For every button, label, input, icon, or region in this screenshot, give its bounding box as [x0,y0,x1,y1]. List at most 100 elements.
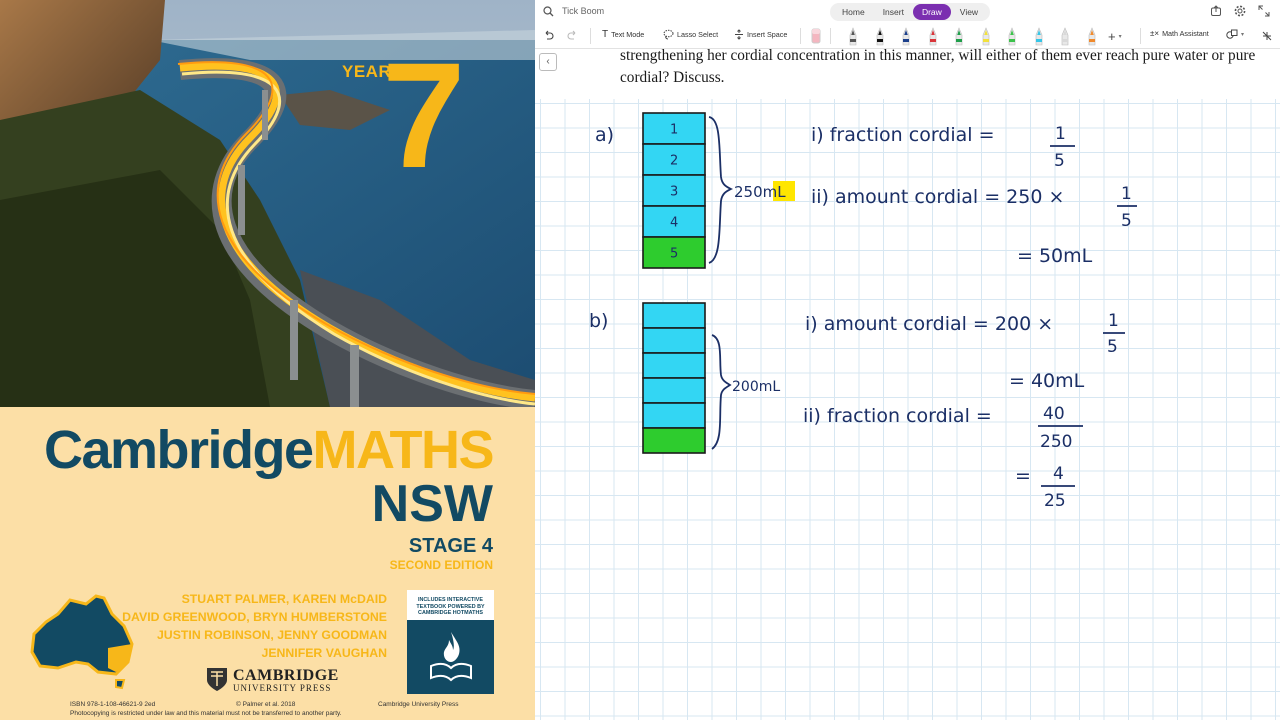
water-part [642,327,706,354]
highlight-mark [773,181,795,201]
isbn-text: ISBN 978-1-108-46621-9 2ed [70,701,156,708]
part-b-line3: ii) fraction cordial = [803,405,992,427]
pen-swatch-icon[interactable] [1086,27,1098,46]
lasso-icon [663,29,674,40]
window-controls [1210,5,1270,17]
author-line: JENNIFER VAUGHAN [261,646,388,660]
title-bar: Tick Boom Home Insert Draw View [535,0,1280,24]
back-button[interactable]: ‹ [539,53,557,71]
pen-swatch-icon[interactable] [980,27,992,46]
water-part [642,352,706,379]
part-a-brace [708,116,734,264]
part-b-line1-numerator: 1 [1108,311,1119,331]
pen-swatch-icon[interactable] [874,27,886,46]
part-b-line1-denominator: 5 [1107,337,1118,357]
part-a-line1-numerator: 1 [1055,124,1066,144]
math-assistant-button[interactable]: ±× Math Assistant [1150,29,1209,38]
water-part [642,377,706,404]
part-b-line1: i) amount cordial = 200 × [805,313,1053,335]
pen-swatch-icon[interactable] [927,27,939,46]
part-b-brace [711,334,732,450]
part-b-line4: = [1015,465,1031,487]
pen-swatch-icon[interactable] [1033,27,1045,46]
author-line: STUART PALMER, KAREN McDAID [181,592,387,606]
cover-title-maths: MATHS [312,420,495,480]
share-icon[interactable] [1210,5,1222,17]
eraser-icon[interactable] [809,27,823,46]
text-block-background [535,49,1280,99]
lasso-select-button[interactable]: Lasso Select [663,29,718,40]
water-part [642,205,706,238]
pen-swatch-icon[interactable] [1059,27,1071,46]
part-b-line4-denominator: 25 [1044,491,1066,511]
ribbon-tabs: Home Insert Draw View [830,3,991,21]
insert-space-label: Insert Space [747,30,788,39]
part-b-line3-numerator: 40 [1043,404,1065,424]
book-cover: YEAR 7 CambridgeMATHS NSW STAGE 4 SECOND… [0,0,535,720]
notes-app: Tick Boom Home Insert Draw View T Text M… [535,0,1280,720]
expand-icon[interactable] [1258,5,1270,17]
cordial-part [642,236,706,269]
cambridge-crest-icon [207,668,227,691]
cordial-part [642,427,706,454]
toolbar-divider [830,28,831,44]
part-b-line2: = 40mL [1009,370,1085,392]
insert-space-icon [735,29,743,40]
cover-title: CambridgeMATHS [43,418,495,482]
cover-title-cambridge: Cambridge [43,420,314,480]
problem-text: strengthening her cordial concentration … [620,49,1256,86]
pen-swatch-icon[interactable] [847,27,859,46]
tab-home[interactable]: Home [842,7,865,17]
part-number: 4 [670,216,678,231]
part-a-line1-denominator: 5 [1054,151,1065,171]
insert-space-button[interactable]: Insert Space [734,29,787,40]
toolbar-divider [590,28,591,44]
water-part [642,402,706,429]
shapes-icon [1226,29,1238,39]
plus-icon: + [1108,29,1116,44]
water-part [642,143,706,176]
lasso-select-label: Lasso Select [677,30,719,39]
flame-book-icon [430,632,472,682]
part-b-volume: 200mL [732,379,780,395]
collapse-icon[interactable] [1262,31,1272,41]
undo-icon[interactable] [543,30,554,41]
toolbar-divider [1140,28,1141,44]
tab-insert[interactable]: Insert [882,7,904,17]
draw-toolbar: T Text Mode Lasso Select Insert Space + … [535,24,1280,49]
add-pen-button[interactable]: + ▾ [1108,29,1122,44]
copyright-text: © Palmer et al. 2018 [236,701,296,708]
pen-swatch-icon[interactable] [1006,27,1018,46]
hotmaths-badge-text: INCLUDES INTERACTIVE TEXTBOOK POWERED BY… [407,590,494,620]
part-b-container-diagram [642,302,706,454]
water-part [642,302,706,329]
press-text: Cambridge University Press [378,701,459,708]
cover-year-number: 7 [382,31,466,199]
text-mode-button[interactable]: T Text Mode [602,29,644,40]
shapes-button[interactable]: ▾ [1226,29,1244,40]
water-part [642,174,706,207]
redo-icon[interactable] [567,30,578,41]
cover-year-label: YEAR [342,62,392,81]
part-a-line2-denominator: 5 [1121,211,1132,231]
text-mode-label: Text Mode [611,30,645,39]
tab-draw[interactable]: Draw [912,4,951,20]
cover-stage: STAGE 4 [408,535,493,557]
publisher-name: CAMBRIDGE [233,667,339,684]
note-canvas[interactable]: ‹ strengthening her cordial concentratio… [535,49,1280,720]
pen-swatch-icon[interactable] [900,27,912,46]
toolbar-divider [800,28,801,44]
part-number: 2 [670,154,678,169]
chevron-down-icon: ▾ [1241,32,1245,38]
math-icon: ±× [1150,29,1160,38]
part-a-volume: 250mL [734,183,786,201]
search-icon[interactable] [543,6,554,17]
tab-view[interactable]: View [959,7,979,17]
pen-swatch-icon[interactable] [953,27,965,46]
part-number: 5 [670,247,678,262]
hotmaths-badge: INCLUDES INTERACTIVE TEXTBOOK POWERED BY… [407,590,494,694]
text-mode-icon: T [602,29,609,40]
gear-icon[interactable] [1234,5,1246,17]
cover-photo [0,0,535,407]
